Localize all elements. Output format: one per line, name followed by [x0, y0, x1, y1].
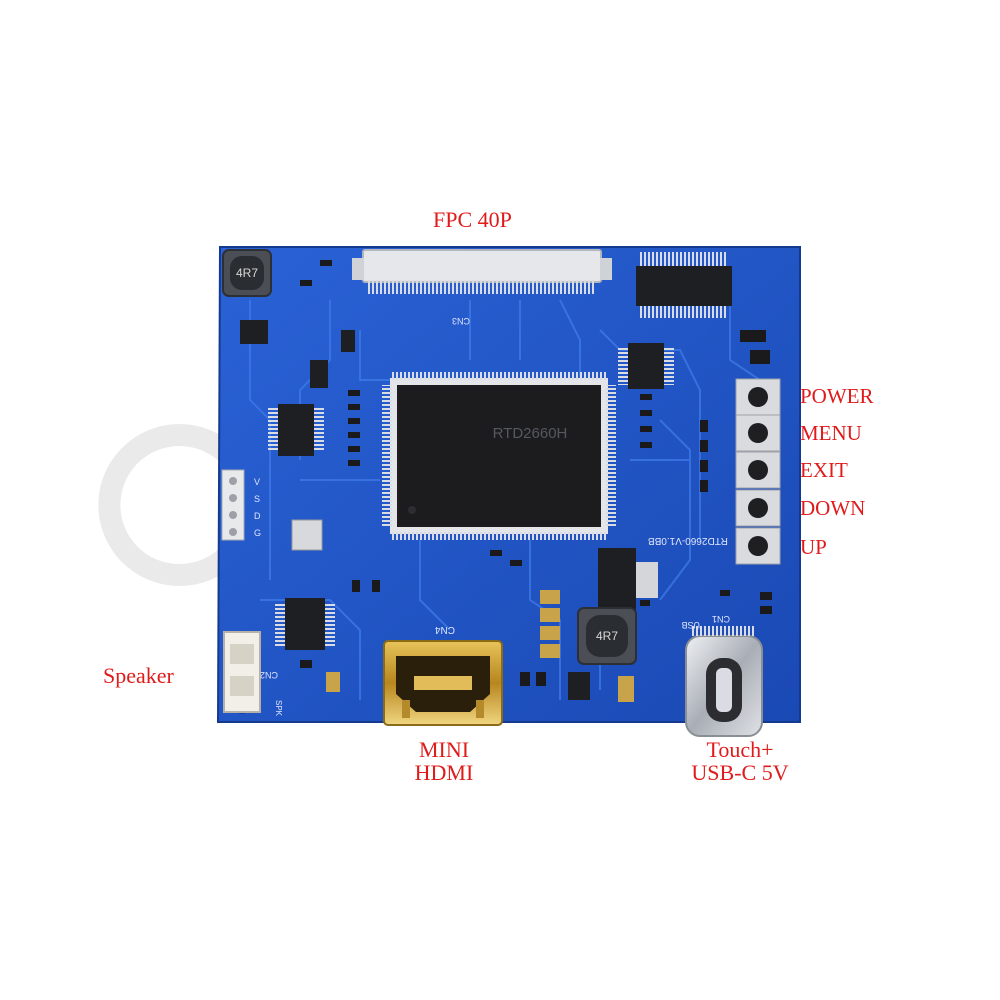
ic-u5 — [268, 404, 324, 456]
down-label: DOWN — [800, 496, 866, 520]
j2-header: V S D G — [221, 469, 261, 541]
up-label: UP — [800, 535, 827, 559]
inductor-bottom: 4R7 — [577, 607, 637, 665]
inductor-top-marking: 4R7 — [236, 266, 258, 280]
usb-label: Touch+ USB-C 5V — [680, 738, 800, 784]
power-switch[interactable] — [735, 378, 781, 416]
hdmi-label-line2: HDMI — [414, 760, 474, 786]
exit-label: EXIT — [800, 458, 848, 482]
usb-label-line1: Touch+ — [706, 737, 774, 762]
spk-marking: SPK — [274, 700, 283, 717]
board-id-marking: RTD2660-V1.0BB — [648, 535, 728, 546]
j2-pin-label: V — [254, 477, 260, 487]
smd-components — [300, 260, 772, 686]
j2-pin-label: G — [254, 528, 261, 538]
hdmi-label: MINI HDMI — [404, 738, 484, 784]
main-chip: RTD2660H — [382, 372, 616, 540]
fpc-label: FPC 40P — [433, 207, 512, 232]
cn4-marking: CN4 — [435, 624, 455, 635]
ic-mid-right — [618, 343, 674, 389]
crystal — [291, 519, 323, 551]
ic-top-right — [636, 252, 732, 318]
usb-label-line2: USB-C 5V — [691, 760, 789, 786]
fpc-connector — [352, 249, 612, 294]
usb-marking: USB — [681, 620, 700, 630]
power-label: POWER — [800, 384, 874, 408]
inductor-top: 4R7 — [222, 249, 272, 297]
capacitors — [326, 590, 634, 702]
j2-pin-label: S — [254, 494, 260, 504]
watermark — [98, 424, 250, 586]
cn3-marking: CN3 — [452, 316, 470, 326]
down-switch[interactable] — [735, 489, 781, 527]
menu-switch[interactable] — [735, 414, 781, 452]
cn1-marking: CN1 — [712, 614, 730, 624]
up-switch[interactable] — [735, 527, 781, 565]
exit-switch[interactable] — [735, 451, 781, 489]
mini-hdmi-connector: CN4 — [383, 624, 503, 726]
tact-switches — [735, 378, 781, 565]
ic-small-left — [240, 320, 355, 388]
inductor-bottom-marking: 4R7 — [596, 629, 618, 643]
main-chip-marking: RTD2660H — [493, 425, 568, 442]
regulator — [598, 548, 658, 612]
usb-c-connector: USB — [681, 620, 763, 737]
speaker-connector: CN2 SPK — [223, 631, 283, 717]
speaker-label: Speaker — [103, 663, 174, 688]
cn2-marking: CN2 — [260, 670, 278, 680]
menu-label: MENU — [800, 421, 862, 445]
ic-u2 — [275, 598, 335, 650]
hdmi-label-line1: MINI — [418, 737, 470, 762]
j2-pin-label: D — [254, 511, 261, 521]
